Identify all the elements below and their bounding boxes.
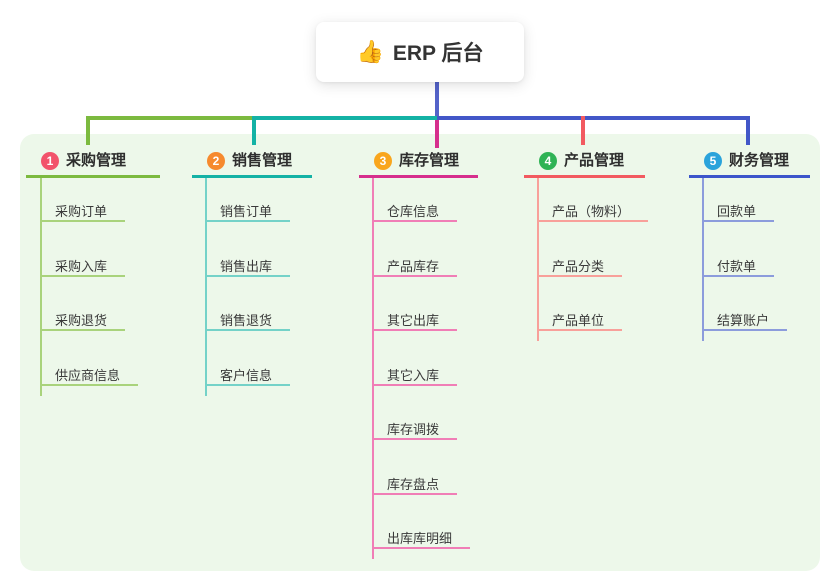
connector-teal-horizontal xyxy=(252,116,437,120)
node-receipt-bill[interactable]: 回款单 xyxy=(702,202,775,222)
node-purchase-return[interactable]: 采购退货 xyxy=(40,311,126,331)
branch-inventory-label[interactable]: 库存管理 xyxy=(399,152,460,169)
branch-finance-child-line xyxy=(702,178,704,341)
node-other-inbound[interactable]: 其它入库 xyxy=(372,366,458,386)
branch-sales-underline xyxy=(192,175,312,178)
node-product-category[interactable]: 产品分类 xyxy=(537,257,623,277)
branches-container-panel xyxy=(20,134,820,571)
node-purchase-order[interactable]: 采购订单 xyxy=(40,202,126,222)
root-node[interactable]: 👍 ERP 后台 xyxy=(316,22,524,82)
node-sales-outbound[interactable]: 销售出库 xyxy=(205,257,291,277)
badge-5: 5 xyxy=(704,152,722,170)
node-product-stock[interactable]: 产品库存 xyxy=(372,257,458,277)
connector-blue-horizontal xyxy=(437,116,750,120)
branch-product-label[interactable]: 产品管理 xyxy=(564,152,625,169)
branch-purchase-child-line xyxy=(40,178,42,396)
connector-green-horizontal xyxy=(86,116,256,120)
thumbs-up-icon: 👍 xyxy=(356,39,384,64)
branch-finance-underline xyxy=(689,175,810,178)
connector-drop-product xyxy=(581,116,585,145)
branch-purchase-label[interactable]: 采购管理 xyxy=(66,152,127,169)
root-node-label: ERP 后台 xyxy=(392,42,484,65)
connector-drop-inventory xyxy=(435,120,439,148)
node-warehouse-info[interactable]: 仓库信息 xyxy=(372,202,458,222)
node-product-unit[interactable]: 产品单位 xyxy=(537,311,623,331)
node-sales-return[interactable]: 销售退货 xyxy=(205,311,291,331)
branch-product-child-line xyxy=(537,178,539,341)
node-purchase-inbound[interactable]: 采购入库 xyxy=(40,257,126,277)
branch-product-underline xyxy=(524,175,645,178)
branch-sales-label[interactable]: 销售管理 xyxy=(232,152,293,169)
node-settlement-account[interactable]: 结算账户 xyxy=(702,311,788,331)
node-customer-info[interactable]: 客户信息 xyxy=(205,366,291,386)
connector-drop-purchase xyxy=(86,116,90,145)
node-sales-order[interactable]: 销售订单 xyxy=(205,202,291,222)
branch-inventory-child-line xyxy=(372,178,374,559)
node-other-outbound[interactable]: 其它出库 xyxy=(372,311,458,331)
branch-inventory-underline xyxy=(359,175,478,178)
badge-2: 2 xyxy=(207,152,225,170)
node-stock-transfer[interactable]: 库存调拨 xyxy=(372,420,458,440)
branch-finance-label[interactable]: 财务管理 xyxy=(729,152,790,169)
badge-4: 4 xyxy=(539,152,557,170)
connector-drop-finance xyxy=(746,116,750,145)
node-inout-detail[interactable]: 出库库明细 xyxy=(372,529,471,549)
branch-purchase-underline xyxy=(26,175,160,178)
branch-sales-child-line xyxy=(205,178,207,396)
badge-1: 1 xyxy=(41,152,59,170)
connector-drop-sales xyxy=(252,116,256,145)
root-connector-line xyxy=(435,82,439,120)
badge-3: 3 xyxy=(374,152,392,170)
node-stock-taking[interactable]: 库存盘点 xyxy=(372,475,458,495)
node-product-material[interactable]: 产品（物料） xyxy=(537,202,649,222)
node-supplier-info[interactable]: 供应商信息 xyxy=(40,366,139,386)
node-payment-bill[interactable]: 付款单 xyxy=(702,257,775,277)
